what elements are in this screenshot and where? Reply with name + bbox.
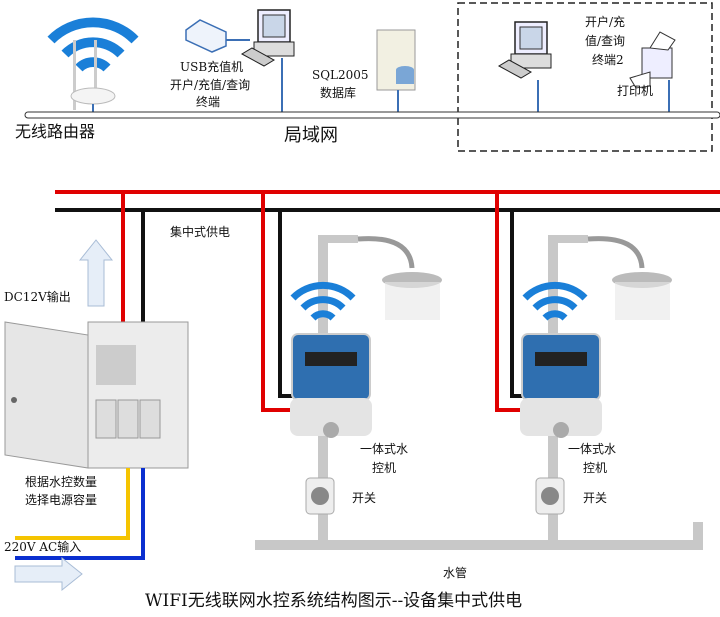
terminal2-label-3: 终端2 — [592, 53, 624, 67]
terminal2-group-box — [457, 2, 713, 152]
unit-2-switch-label-2: 控机 — [583, 461, 608, 475]
water-controller-1 — [290, 333, 372, 438]
router-icon — [70, 40, 116, 110]
central-power-label: 集中式供电 — [170, 225, 231, 239]
pipe-label: 水管 — [443, 566, 468, 580]
usb-charger-label: USB充值机 — [180, 60, 244, 74]
terminal1-label-1: 开户/充值/查询 — [170, 78, 251, 92]
unit-2-switch-label: 开关 — [583, 491, 608, 505]
ac-input-arrow-icon — [14, 556, 83, 592]
unit-2-label-1: 一体式水 — [568, 442, 617, 456]
terminal1-label-2: 终端 — [196, 95, 221, 109]
switch-valve-1 — [305, 477, 335, 515]
computer-icon-1 — [241, 9, 295, 67]
capacity-label-2: 选择电源容量 — [25, 493, 98, 507]
computer-icon-2 — [498, 21, 552, 79]
wifi-icon-router — [51, 22, 135, 68]
ac-input-label: 220V AC输入 — [4, 540, 82, 554]
router-label: 无线路由器 — [15, 122, 96, 141]
capacity-label-1: 根据水控数量 — [25, 475, 98, 489]
db-label-2: 数据库 — [320, 86, 357, 100]
unit-1-switch-label: 开关 — [352, 491, 377, 505]
shower-head-1 — [357, 236, 442, 320]
terminal2-label-1: 开户/充 — [585, 15, 626, 29]
printer-icon — [629, 31, 676, 89]
dc-output-arrow-icon — [78, 239, 114, 307]
unit-1-label-1: 一体式水 — [360, 442, 409, 456]
lan-bus — [24, 111, 720, 119]
water-controller-2 — [520, 333, 602, 438]
diagram-title: WIFI无线联网水控系统结构图示--设备集中式供电 — [145, 591, 523, 611]
lan-label: 局域网 — [284, 125, 338, 146]
dc-output-label: DC12V输出 — [4, 290, 71, 304]
database-server-icon — [376, 29, 416, 91]
shower-head-2 — [587, 236, 672, 320]
power-cabinet — [4, 321, 189, 469]
printer-label: 打印机 — [617, 84, 654, 98]
usb-charger-icon — [185, 19, 227, 53]
unit-1-label-2: 控机 — [372, 461, 397, 475]
terminal2-label-2: 值/查询 — [585, 34, 626, 48]
db-label-1: SQL2005 — [312, 68, 369, 82]
switch-valve-2 — [535, 477, 565, 515]
